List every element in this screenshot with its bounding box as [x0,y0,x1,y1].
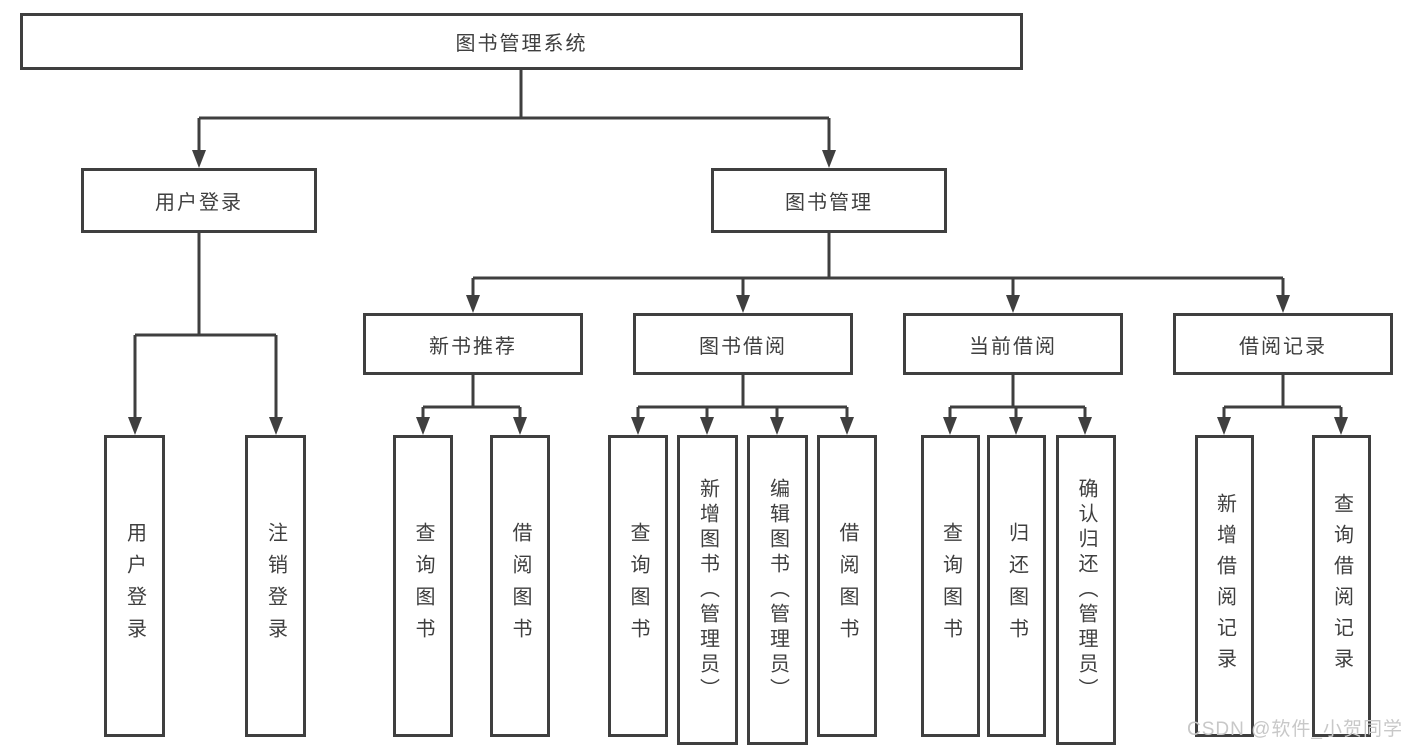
leaf-borrow-books-label: 借阅图书 [836,522,858,650]
leaf-query-books-borrow: 查询图书 [608,435,668,737]
node-book-management: 图书管理 [711,168,947,233]
node-book-borrow: 图书借阅 [633,313,853,375]
leaf-borrow-books: 借阅图书 [817,435,877,737]
leaf-edit-books-admin-label: 编辑图书（管理员） [766,477,789,703]
leaf-return-books-label: 归还图书 [1005,522,1028,650]
connector-new-book-recommend-branch [421,375,522,420]
leaf-query-books-current: 查询图书 [921,435,980,737]
leaf-query-borrow-record: 查询借阅记录 [1312,435,1371,737]
leaf-logout-label: 注销登录 [264,522,287,650]
leaf-add-borrow-record: 新增借阅记录 [1195,435,1254,737]
connector-book-management-branch [471,233,1285,297]
leaf-return-books: 归还图书 [987,435,1046,737]
connector-root-to-level2 [197,70,831,152]
leaf-query-books-recommend-label: 查询图书 [412,522,434,650]
node-borrow-records-label: 借阅记录 [1239,335,1327,358]
node-book-borrow-label: 图书借阅 [699,335,787,358]
watermark: CSDN @软件_小贺同学 [1187,719,1403,740]
node-root: 图书管理系统 [20,13,1023,70]
leaf-query-books-borrow-label: 查询图书 [627,522,649,650]
leaf-add-books-admin-label: 新增图书（管理员） [696,477,719,703]
leaf-confirm-return-admin-label: 确认归还（管理员） [1075,477,1097,703]
leaf-user-login: 用户登录 [104,435,165,737]
leaf-query-books-recommend: 查询图书 [393,435,453,737]
node-root-label: 图书管理系统 [455,33,588,55]
node-current-borrow-label: 当前借阅 [969,335,1057,358]
node-borrow-records: 借阅记录 [1173,313,1393,375]
node-new-book-recommend-label: 新书推荐 [429,335,517,358]
node-new-book-recommend: 新书推荐 [363,313,583,375]
leaf-query-borrow-record-label: 查询借阅记录 [1330,493,1353,679]
connector-user-login-branch [133,233,278,420]
leaf-add-books-admin: 新增图书（管理员） [677,435,738,745]
leaf-add-borrow-record-label: 新增借阅记录 [1213,493,1236,679]
leaf-logout: 注销登录 [245,435,306,737]
connector-current-borrow-branch [948,375,1087,420]
leaf-confirm-return-admin: 确认归还（管理员） [1056,435,1116,745]
node-user-login: 用户登录 [81,168,317,233]
node-user-login-label: 用户登录 [155,192,243,214]
leaf-edit-books-admin: 编辑图书（管理员） [747,435,808,745]
leaf-borrow-books-recommend-label: 借阅图书 [509,522,531,650]
leaf-query-books-current-label: 查询图书 [939,522,962,650]
node-current-borrow: 当前借阅 [903,313,1123,375]
connector-borrow-records-branch [1222,375,1343,420]
arrowheads [128,150,1348,435]
leaf-user-login-label: 用户登录 [123,522,146,650]
leaf-borrow-books-recommend: 借阅图书 [490,435,550,737]
connector-book-borrow-branch [636,375,849,420]
node-book-management-label: 图书管理 [785,192,873,214]
